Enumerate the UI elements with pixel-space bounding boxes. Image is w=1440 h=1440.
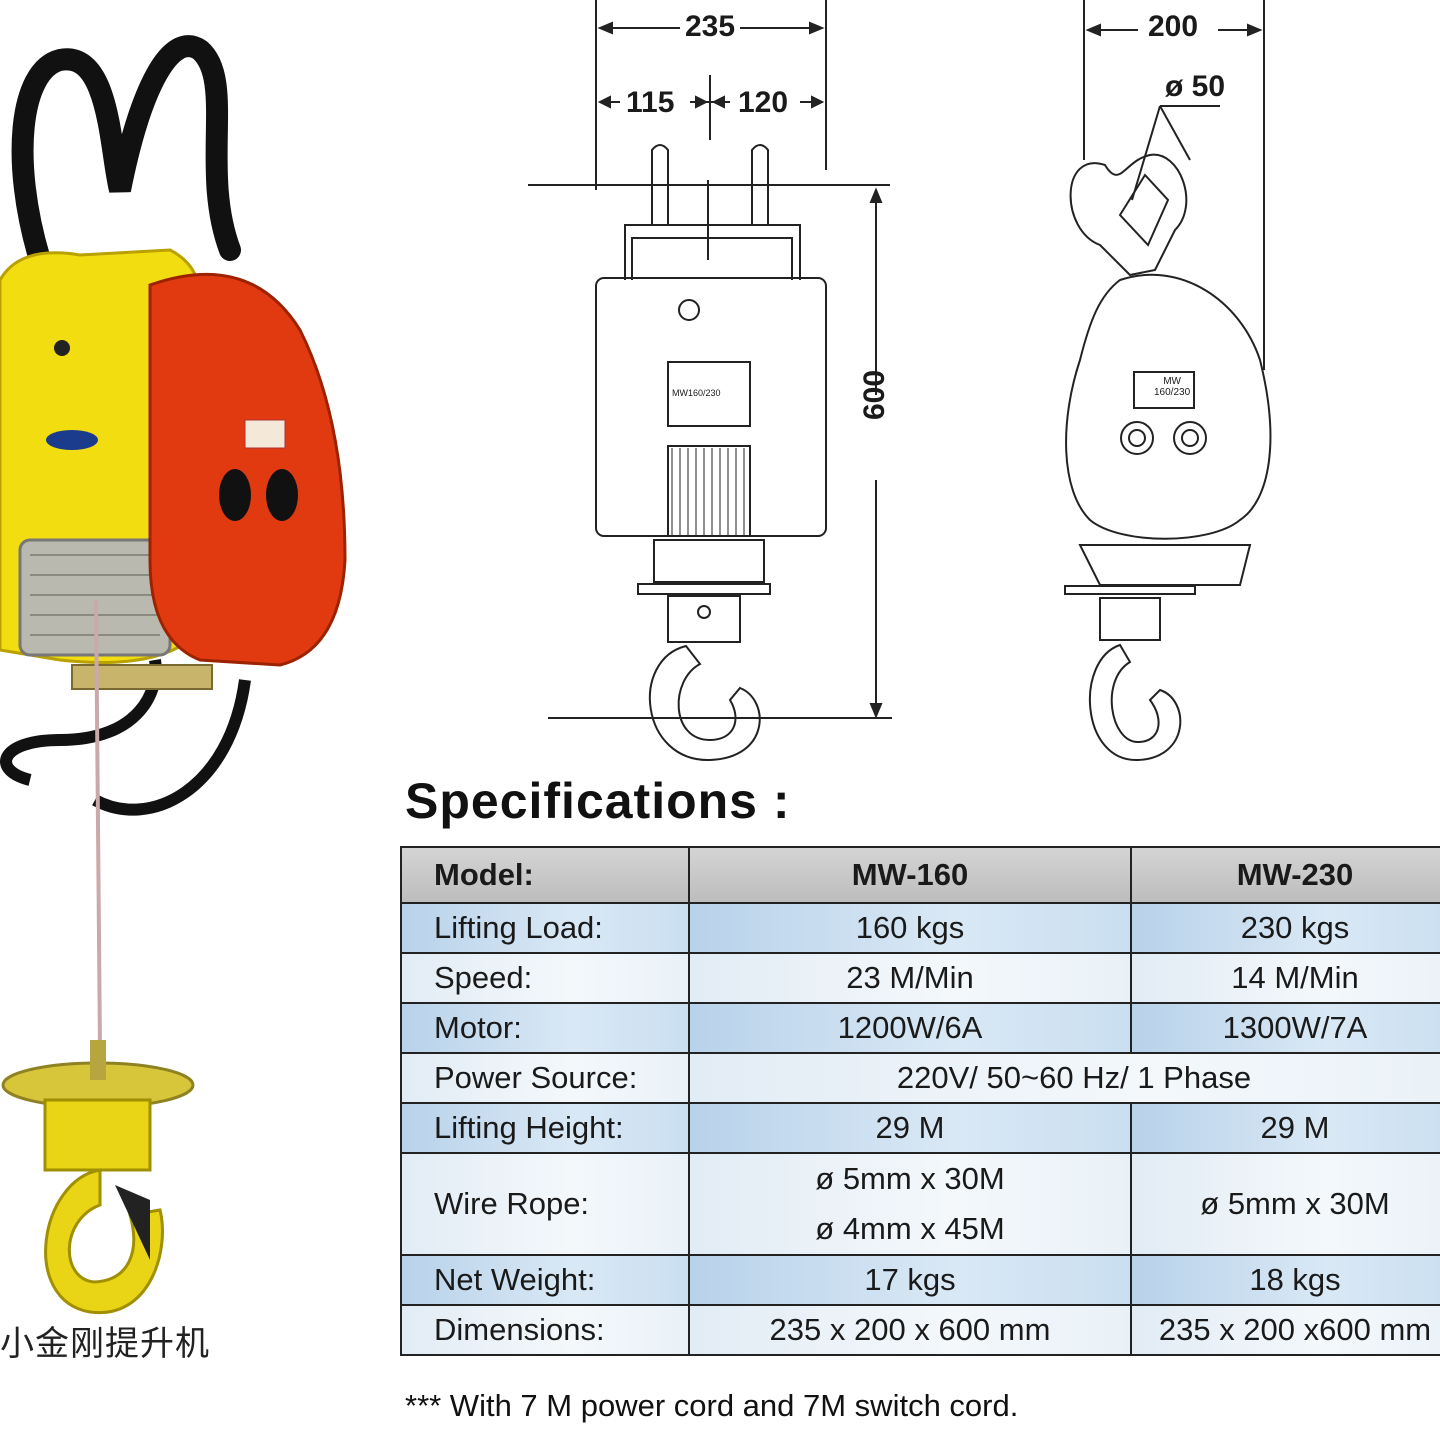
table-row: Motor: 1200W/6A 1300W/7A [400,1002,1440,1054]
table-row: Lifting Height: 29 M 29 M [400,1102,1440,1154]
row-value-2: 29 M [1130,1102,1440,1154]
front-plate-label: MW160/230 [672,388,721,398]
wire-rope-option-2: ø 4mm x 45M [815,1211,1005,1246]
header-label: Model: [400,846,690,904]
side-plate-label: MW 160/230 [1154,376,1191,398]
photo-caption: 小金刚提升机 [0,1324,210,1364]
row-label: Lifting Load: [400,902,690,954]
hoist-photo [0,0,360,1372]
table-row: Wire Rope: ø 5mm x 30M ø 4mm x 45M ø 5mm… [400,1152,1440,1256]
header-model-1: MW-160 [688,846,1132,904]
row-value-2: 18 kgs [1130,1254,1440,1306]
table-header-row: Model: MW-160 MW-230 [400,846,1440,904]
dim-width-total: 235 [685,10,736,43]
row-label: Lifting Height: [400,1102,690,1154]
row-value-2: 1300W/7A [1130,1002,1440,1054]
row-value-1: 29 M [688,1102,1132,1154]
row-value-1: 23 M/Min [688,952,1132,1004]
row-value-1: 17 kgs [688,1254,1132,1306]
specifications-table: Model: MW-160 MW-230 Lifting Load: 160 k… [400,846,1440,1356]
dim-side-width: 200 [1148,10,1199,43]
header-model-2: MW-230 [1130,846,1440,904]
side-view [1064,0,1272,762]
dim-width-left: 115 [626,86,675,119]
row-value-1: 160 kgs [688,902,1132,954]
row-value-1: 1200W/6A [688,1002,1132,1054]
wire-rope-option-1: ø 5mm x 30M [815,1161,1005,1196]
dim-hook-diameter: ø 50 [1165,70,1226,103]
row-value-1: 235 x 200 x 600 mm [688,1304,1132,1356]
row-value-1: ø 5mm x 30M ø 4mm x 45M [688,1152,1132,1256]
row-label: Net Weight: [400,1254,690,1306]
table-row: Speed: 23 M/Min 14 M/Min [400,952,1440,1004]
dim-width-right: 120 [738,86,789,119]
row-label: Wire Rope: [400,1152,690,1256]
table-row: Dimensions: 235 x 200 x 600 mm 235 x 200… [400,1304,1440,1356]
front-view [528,0,892,762]
row-value-2: 230 kgs [1130,902,1440,954]
row-value-2: ø 5mm x 30M [1130,1152,1440,1256]
table-row: Power Source: 220V/ 50~60 Hz/ 1 Phase [400,1052,1440,1104]
row-label: Power Source: [400,1052,690,1104]
specifications-title: Specifications : [405,773,791,829]
footnote: *** With 7 M power cord and 7M switch co… [405,1388,1019,1423]
dimension-drawing: 235 115 120 600 MW160/230 200 ø 50 MW 16… [520,0,1440,770]
row-label: Speed: [400,952,690,1004]
table-row: Lifting Load: 160 kgs 230 kgs [400,902,1440,954]
table-row: Net Weight: 17 kgs 18 kgs [400,1254,1440,1306]
row-value-2: 235 x 200 x600 mm [1130,1304,1440,1356]
row-label: Motor: [400,1002,690,1054]
row-label: Dimensions: [400,1304,690,1356]
row-value-merged: 220V/ 50~60 Hz/ 1 Phase [688,1052,1440,1104]
row-value-2: 14 M/Min [1130,952,1440,1004]
dim-height: 600 [858,369,891,420]
